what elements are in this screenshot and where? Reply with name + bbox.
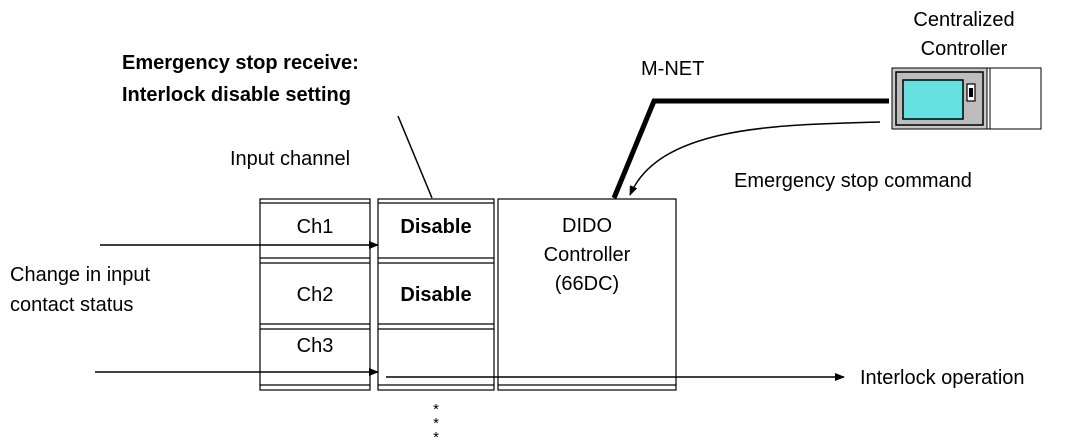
change-label-line-1: Change in input (10, 264, 151, 286)
emergency-command-label: Emergency stop command (734, 170, 972, 192)
channel-2-label: Ch2 (297, 284, 334, 306)
mnet-label: M-NET (641, 58, 704, 80)
channel-2-setting: Disable (400, 284, 471, 306)
input-channel-label: Input channel (230, 148, 350, 170)
central-label-line-2: Controller (921, 38, 1008, 60)
change-label-line-2: contact status (10, 294, 133, 316)
device-screen (902, 79, 964, 120)
mnet-line (611, 98, 889, 199)
controller-line-1: DIDO (562, 215, 612, 237)
channel-column: Ch1 Ch2 Ch3 (259, 198, 371, 391)
title-line-1: Emergency stop receive: (122, 52, 359, 74)
dido-controller-box: DIDO Controller (66DC) (497, 198, 677, 391)
controller-line-3: (66DC) (555, 273, 619, 295)
channel-3-label: Ch3 (297, 335, 334, 357)
channel-1-setting: Disable (400, 216, 471, 238)
central-label-line-1: Centralized (913, 9, 1014, 31)
channel-1-label: Ch1 (297, 216, 334, 238)
controller-line-2: Controller (544, 244, 631, 266)
setting-column: Disable Disable (377, 198, 495, 391)
ellipsis-dot-2: * (433, 415, 439, 432)
title-leader-line (397, 115, 433, 199)
emergency-command-arrow (629, 121, 881, 196)
centralized-controller-device (891, 67, 1042, 130)
interlock-operation-label: Interlock operation (860, 367, 1025, 389)
title-line-2: Interlock disable setting (122, 84, 351, 106)
ellipsis-dot-3: * (433, 429, 439, 446)
ellipsis-dot-1: * (433, 401, 439, 418)
